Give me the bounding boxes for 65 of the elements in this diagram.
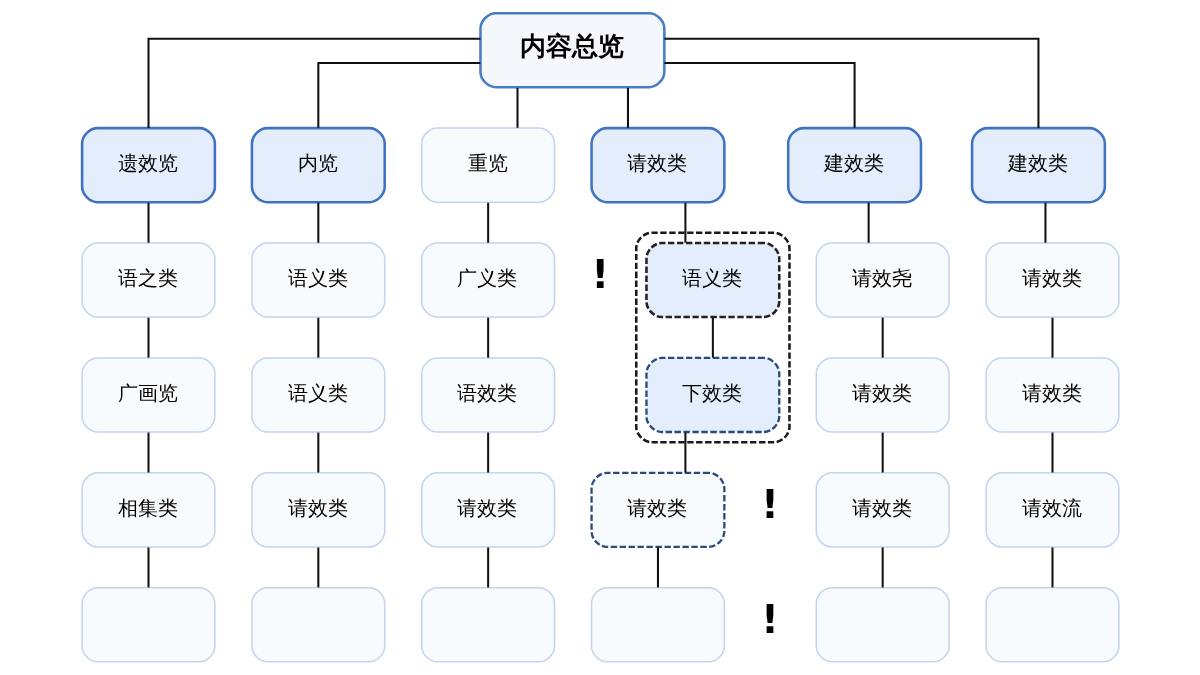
connector bbox=[626, 87, 629, 128]
connector bbox=[881, 547, 884, 588]
node-box bbox=[420, 587, 555, 663]
connector bbox=[147, 317, 149, 358]
node-box: 请效类 bbox=[815, 357, 950, 433]
connector bbox=[1043, 202, 1046, 243]
connector bbox=[147, 202, 149, 243]
connector bbox=[881, 432, 884, 473]
node-box bbox=[250, 587, 385, 663]
node-box: 请效类 bbox=[420, 472, 555, 548]
connector bbox=[867, 202, 870, 243]
node-box: 下效类 bbox=[644, 356, 780, 434]
connector bbox=[486, 317, 489, 358]
node-box: 建效类 bbox=[786, 126, 922, 204]
node-label: ! bbox=[760, 597, 779, 643]
node-label: ! bbox=[591, 252, 609, 298]
connector bbox=[316, 432, 319, 473]
connector bbox=[1051, 432, 1053, 473]
connector bbox=[486, 202, 489, 243]
node-box: 请效类 bbox=[589, 471, 725, 549]
connector bbox=[664, 37, 1039, 128]
node-box: 建效类 bbox=[970, 126, 1106, 204]
node-label: ! bbox=[760, 482, 779, 528]
connector bbox=[881, 317, 884, 358]
node-box: 请效类 bbox=[815, 472, 950, 548]
node-box bbox=[590, 587, 725, 663]
node-box: 遗效览 bbox=[80, 126, 216, 204]
connector bbox=[656, 547, 659, 588]
node-box: 语义类 bbox=[250, 357, 385, 433]
cluster bbox=[634, 231, 791, 444]
node-box: 请效流 bbox=[984, 472, 1120, 548]
connector bbox=[711, 317, 714, 358]
node-box: 内容总览 bbox=[478, 11, 666, 89]
node-box bbox=[80, 587, 216, 663]
node-box: 请效类 bbox=[984, 242, 1120, 318]
node-box: 广画览 bbox=[80, 357, 216, 433]
node-box bbox=[984, 587, 1120, 663]
connector bbox=[316, 202, 319, 243]
node-box: 重览 bbox=[420, 127, 555, 203]
node-box: 内览 bbox=[250, 126, 386, 204]
connector bbox=[147, 432, 149, 473]
connector bbox=[486, 432, 489, 473]
node-box: 请效类 bbox=[250, 472, 385, 548]
node-box: 相集类 bbox=[80, 472, 216, 548]
connector bbox=[516, 87, 519, 128]
node-box: 语之类 bbox=[80, 242, 216, 318]
connector bbox=[147, 547, 149, 588]
connector bbox=[316, 317, 319, 358]
connector bbox=[147, 37, 480, 128]
node-box bbox=[815, 587, 950, 663]
node-box: 语义类 bbox=[250, 242, 385, 318]
node-box: 请效类 bbox=[984, 357, 1120, 433]
connector bbox=[683, 202, 686, 243]
connector bbox=[316, 61, 480, 128]
connector bbox=[1051, 547, 1053, 588]
connector bbox=[663, 61, 856, 128]
node-box: 请效类 bbox=[589, 126, 726, 204]
connector bbox=[1051, 317, 1053, 358]
node-box: 语义类 bbox=[644, 241, 781, 319]
node-box: 语效类 bbox=[420, 357, 555, 433]
node-box: 广义类 bbox=[420, 242, 555, 318]
connector bbox=[486, 547, 489, 588]
connector bbox=[683, 432, 686, 473]
node-box: 请效尧 bbox=[815, 242, 950, 318]
connector bbox=[316, 547, 319, 588]
